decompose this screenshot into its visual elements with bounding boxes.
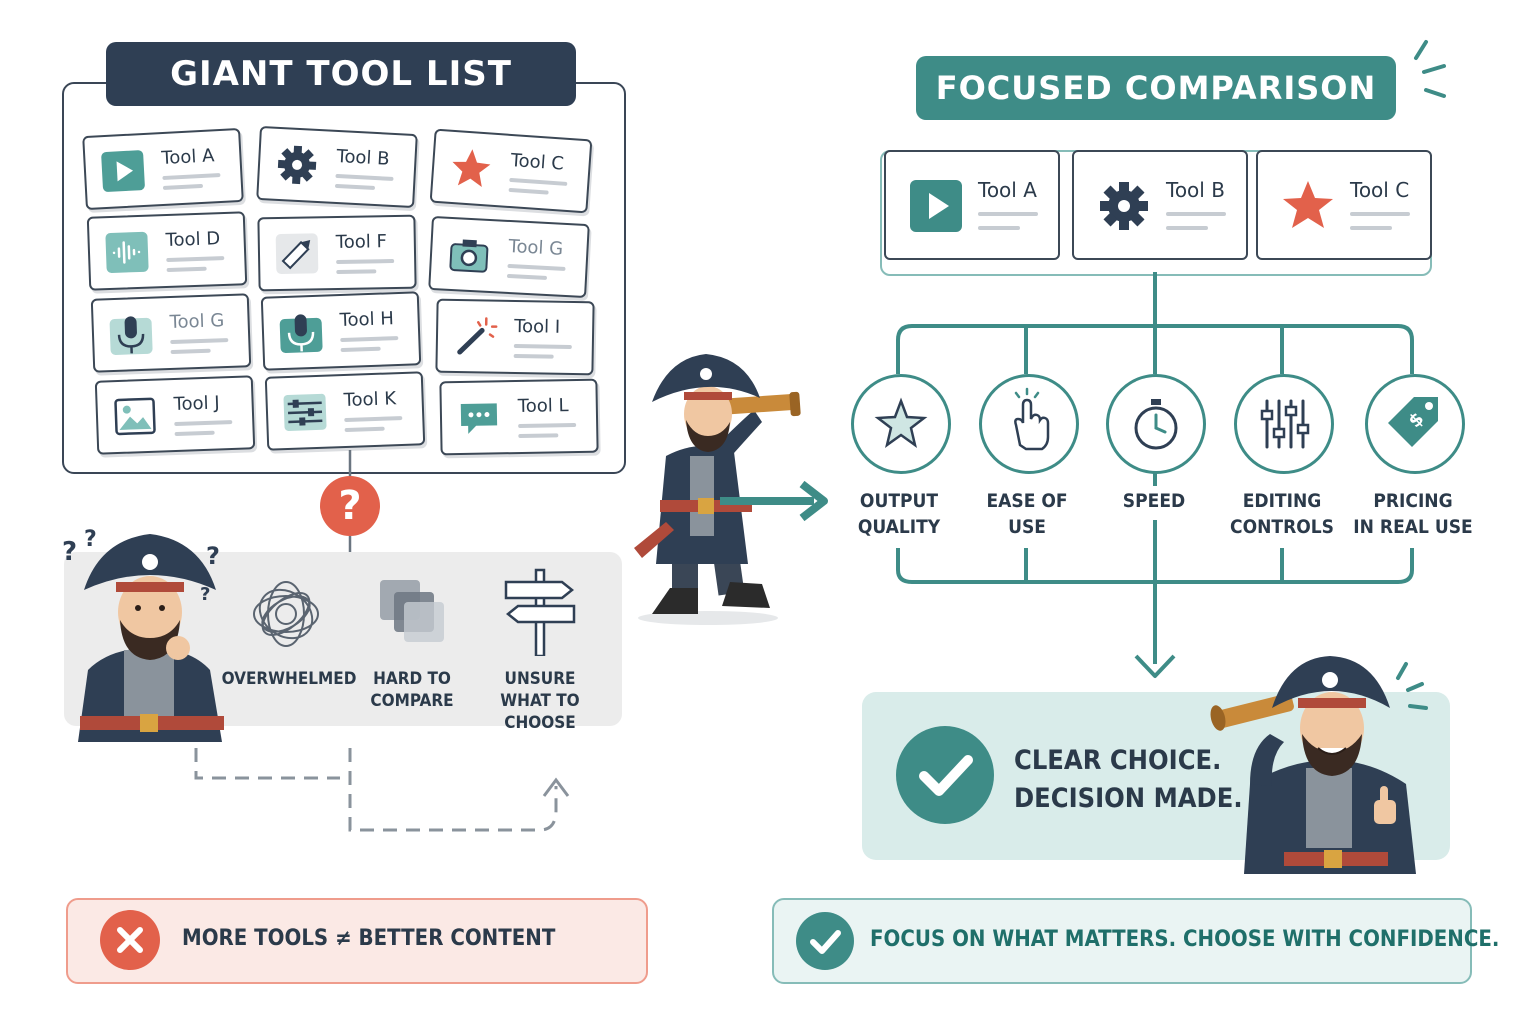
tool-card-l[interactable]: Tool L xyxy=(439,378,599,456)
criterion-output-quality xyxy=(851,374,951,474)
play-icon xyxy=(908,178,964,234)
tool-card-h[interactable]: Tool H xyxy=(260,291,422,371)
warning-banner-text: MORE TOOLS ≠ BETTER CONTENT xyxy=(182,926,556,951)
compare-card-tool-a[interactable]: Tool A xyxy=(884,150,1060,260)
tool-card-i[interactable]: Tool I xyxy=(435,298,595,376)
star-outline-icon xyxy=(874,397,928,448)
image-icon xyxy=(111,394,159,440)
decision-text: CLEAR CHOICE. DECISION MADE. xyxy=(1014,742,1243,818)
sparkle-marks xyxy=(1414,40,1446,98)
tool-card-g[interactable]: Tool G xyxy=(428,215,590,299)
svg-text:?: ? xyxy=(84,527,97,552)
microphone-icon xyxy=(107,312,155,358)
tool-card-c[interactable]: Tool C xyxy=(429,128,593,214)
tool-card-d[interactable]: Tool D xyxy=(86,211,248,291)
criterion-label-speed: SPEED xyxy=(1122,490,1186,512)
decision-line-1: CLEAR CHOICE. xyxy=(1014,745,1222,776)
confidence-banner: FOCUS ON WHAT MATTERS. CHOOSE WITH CONFI… xyxy=(772,898,1499,984)
focused-comparison-title: FOCUSED COMPARISON xyxy=(916,56,1396,120)
tool-label: Tool C xyxy=(1350,178,1410,202)
pointer-hand-icon xyxy=(1014,387,1050,451)
confusion-label-hard-to-compare: HARD TO COMPARE xyxy=(370,669,454,711)
giant-tool-list-title: GIANT TOOL LIST xyxy=(106,42,576,106)
criterion-label-editing-controls: EDITING CONTROLS xyxy=(1230,490,1334,538)
price-tag-icon: $ xyxy=(1388,397,1438,447)
criterion-label-output-quality: OUTPUT QUALITY xyxy=(857,490,941,538)
criterion-speed xyxy=(1106,374,1206,474)
tool-label: Tool B xyxy=(1166,178,1225,202)
confusion-label-unsure: UNSURE WHAT TO CHOOSE xyxy=(500,669,580,733)
confidence-banner-text: FOCUS ON WHAT MATTERS. CHOOSE WITH CONFI… xyxy=(870,927,1500,952)
signpost-icon xyxy=(504,568,576,656)
svg-text:?: ? xyxy=(62,537,77,567)
overlapping-squares-icon xyxy=(380,580,444,642)
tool-label: Tool A xyxy=(978,178,1037,202)
criterion-ease-of-use xyxy=(979,374,1079,474)
compare-card-tool-b[interactable]: Tool B xyxy=(1072,150,1248,260)
criterion-label-ease-of-use: EASE OF USE xyxy=(986,490,1068,538)
check-circle-icon xyxy=(796,912,854,970)
happy-pirate-illustration xyxy=(1210,656,1428,874)
microphone-icon xyxy=(277,310,325,356)
tangle-icon xyxy=(253,581,319,647)
transition-arrow xyxy=(720,480,828,522)
criterion-editing-controls xyxy=(1234,374,1334,474)
confused-pirate-illustration: ? ? ? ? xyxy=(62,527,224,742)
star-icon xyxy=(1280,178,1336,234)
tool-card-k[interactable]: Tool K xyxy=(264,371,426,451)
tool-card-g-mic[interactable]: Tool G xyxy=(90,293,252,373)
tool-card-a[interactable]: Tool A xyxy=(82,127,244,211)
confusion-label-overwhelmed: OVERWHELMED xyxy=(221,669,357,689)
gear-icon xyxy=(1096,178,1152,234)
star-icon xyxy=(447,145,496,192)
compare-card-tool-c[interactable]: Tool C xyxy=(1256,150,1432,260)
tool-card-b[interactable]: Tool B xyxy=(256,125,418,209)
stopwatch-icon xyxy=(1134,399,1178,450)
pirate-with-telescope-illustration xyxy=(634,354,801,625)
sliders-icon xyxy=(1260,399,1310,449)
gear-icon xyxy=(273,142,321,188)
warning-banner: MORE TOOLS ≠ BETTER CONTENT xyxy=(66,898,648,984)
audio-wave-icon xyxy=(103,230,151,276)
chat-bubble-icon xyxy=(456,395,503,440)
pencil-icon xyxy=(274,231,321,276)
tool-card-f[interactable]: Tool F xyxy=(257,214,417,292)
svg-text:?: ? xyxy=(200,584,210,605)
tool-card-j[interactable]: Tool J xyxy=(94,375,256,455)
play-icon xyxy=(99,148,147,194)
criterion-label-pricing: PRICING IN REAL USE xyxy=(1353,490,1473,538)
question-mark-badge: ? xyxy=(320,476,380,536)
sliders-icon xyxy=(281,390,329,436)
criterion-pricing: $ xyxy=(1365,374,1465,474)
x-circle-icon xyxy=(100,910,160,970)
camera-icon xyxy=(445,232,493,278)
decision-line-2: DECISION MADE. xyxy=(1014,783,1243,814)
magic-wand-icon xyxy=(452,314,499,359)
svg-text:?: ? xyxy=(206,542,220,570)
check-circle-icon xyxy=(896,726,994,824)
